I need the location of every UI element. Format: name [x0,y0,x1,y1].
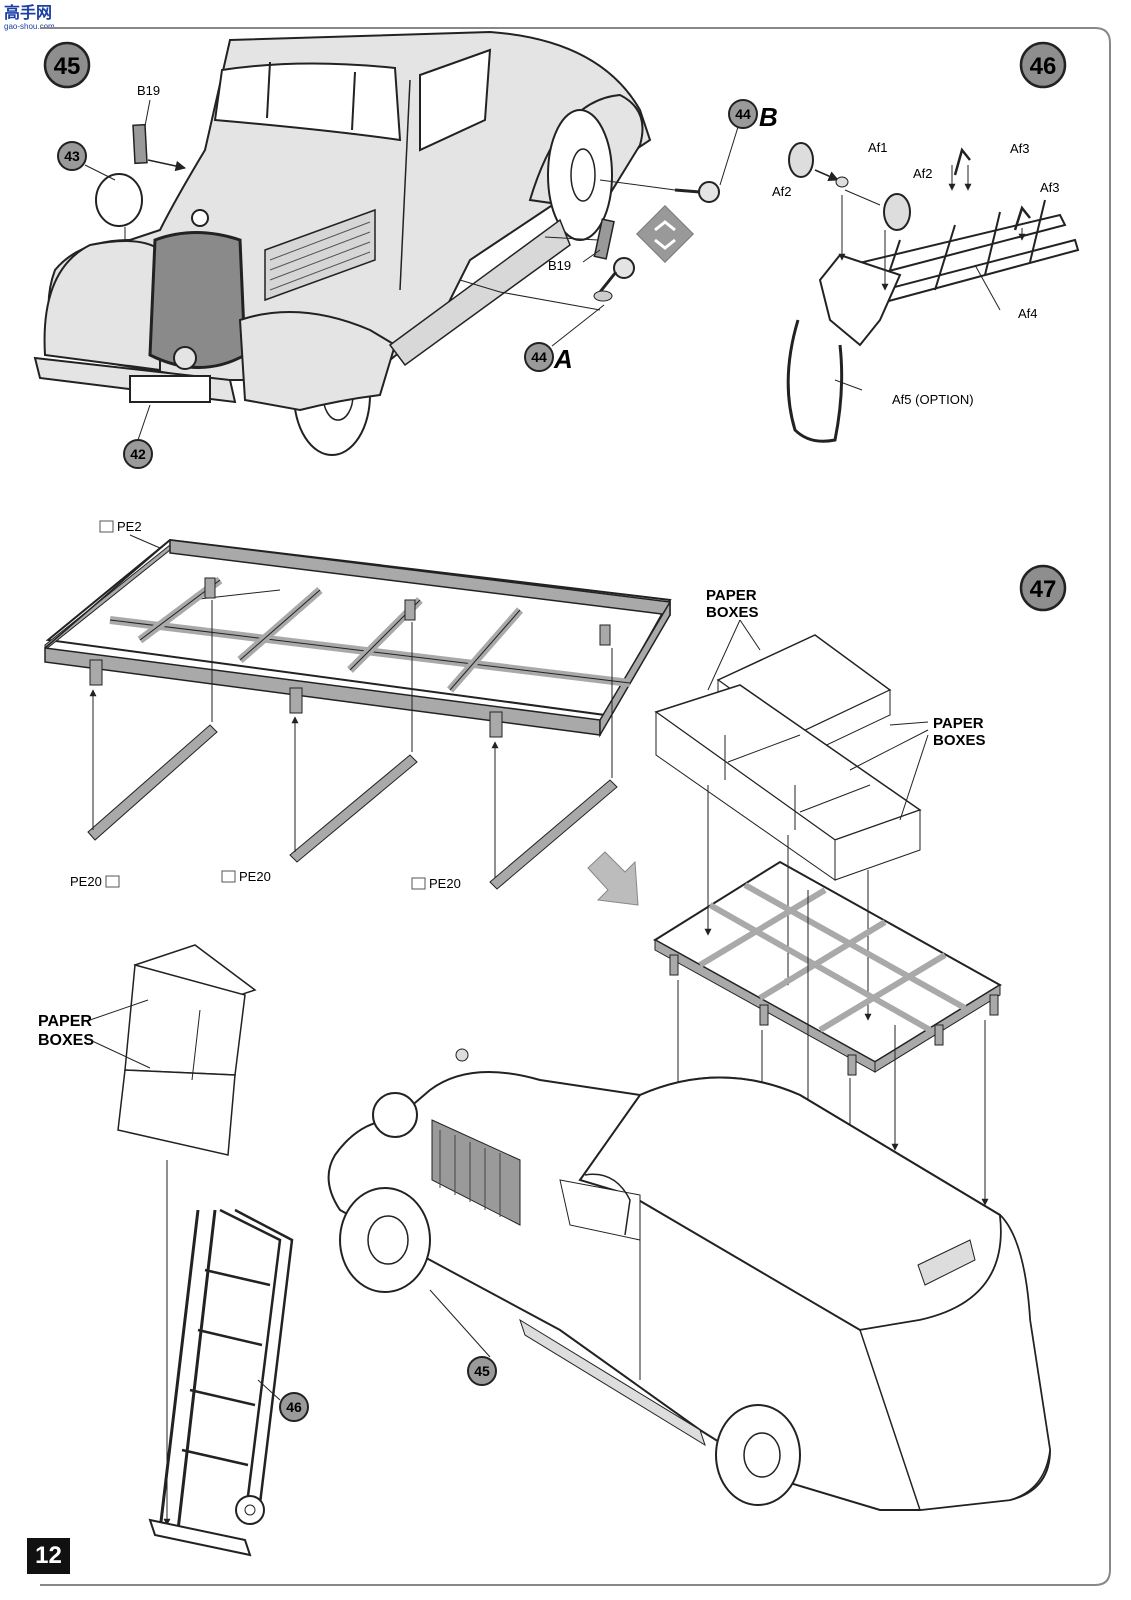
label-af2-right: Af2 [913,166,933,181]
hood-vents [264,208,376,302]
step-45-labels: B19 B19 43 42 44 A 44 B [57,83,778,469]
part-af2-left [788,142,814,178]
label-b19-bottom: B19 [548,258,571,273]
callout-44b: 44 B [728,99,778,132]
label-af3-top: Af3 [1010,141,1030,156]
svg-text:46: 46 [1030,53,1057,80]
label-pe20-mid: PE20 [239,869,271,884]
side-window [419,48,492,152]
paper-boxes-top-line1: PAPER [706,587,757,604]
van-rear-wheel [715,1404,801,1506]
svg-text:43: 43 [64,148,80,164]
callout-44a: 44 A [524,342,573,374]
label-af1: Af1 [868,140,888,155]
label-pe20-right: PE20 [429,876,461,891]
svg-text:46: 46 [286,1399,302,1415]
callout-43: 43 [57,141,87,171]
van-hood-vents [431,1119,521,1226]
label-af5: Af5 (OPTION) [892,392,974,407]
rotate-view-icon [636,205,694,263]
callout-45: 45 [429,1289,497,1386]
svg-text:45: 45 [474,1363,490,1379]
step-badge-45: 45 [43,41,91,89]
headlight [95,173,143,227]
step-46-illustration [786,142,1080,443]
page-number: 12 [27,1538,70,1574]
step-badge-46: 46 [1019,41,1067,89]
hand-truck [148,1208,294,1557]
part-af5 [786,319,844,443]
rack-front-rail [44,647,601,736]
part-af1 [835,176,849,188]
page-border [40,27,1111,1586]
license-plate [129,375,211,403]
paper-boxes-top-line2: BOXES [706,604,759,621]
van-front-wheel [339,1187,431,1293]
callout-46: 46 [257,1379,309,1422]
direction-arrow [587,851,639,906]
watermark: 高手网 gao-shou.com [4,4,74,34]
running-board [388,218,571,367]
part-b19-bottom [593,218,615,260]
part-b19-top [132,123,148,165]
part-pe20-slats [87,724,618,890]
step-47-rack-labels: PE2 PE20 PE20 PE20 [70,519,461,891]
label-b19-top: B19 [137,83,160,98]
label-af3-right: Af3 [1040,180,1060,195]
label-af4: Af4 [1018,306,1038,321]
paper-boxes-pair [117,944,257,1156]
step-47-roof-rack [44,534,672,890]
rack-assembled [653,860,1002,1076]
svg-text:44: 44 [531,349,547,365]
part-af2-right [883,193,911,231]
paper-boxes-right-line2: BOXES [933,732,986,749]
mirror-a [613,257,635,279]
watermark-site-label: 高手网 [4,3,53,22]
watermark-site-url: gao-shou.com [4,22,55,31]
front-fender-left [43,240,161,372]
step-47-labels: PAPER BOXES PAPER BOXES PAPER BOXES 45 4… [38,587,986,1422]
svg-text:B: B [759,102,778,132]
svg-text:A: A [553,344,573,374]
rear-wheel [547,109,613,241]
paper-boxes-stack [654,634,922,881]
hood-ornament [191,209,209,227]
callout-42: 42 [123,404,153,469]
mirror-b [698,181,720,203]
svg-text:44: 44 [735,106,751,122]
svg-text:45: 45 [54,53,81,80]
paper-boxes-left-line1: PAPER [38,1013,92,1030]
step-46-labels: Af1 Af2 Af2 Af3 Af3 Af4 Af5 (OPTION) [772,140,1060,407]
paper-boxes-right-line1: PAPER [933,715,984,732]
van-illustration [327,1048,1052,1511]
step-badge-47: 47 [1019,564,1067,612]
radiator-grille [148,231,247,369]
label-af2-left: Af2 [772,184,792,199]
svg-text:42: 42 [130,446,146,462]
step-45-illustration [33,30,739,456]
svg-text:47: 47 [1030,576,1057,603]
label-pe2: PE2 [117,519,142,534]
label-pe20-left: PE20 [70,874,102,889]
paper-boxes-left-line2: BOXES [38,1032,94,1049]
